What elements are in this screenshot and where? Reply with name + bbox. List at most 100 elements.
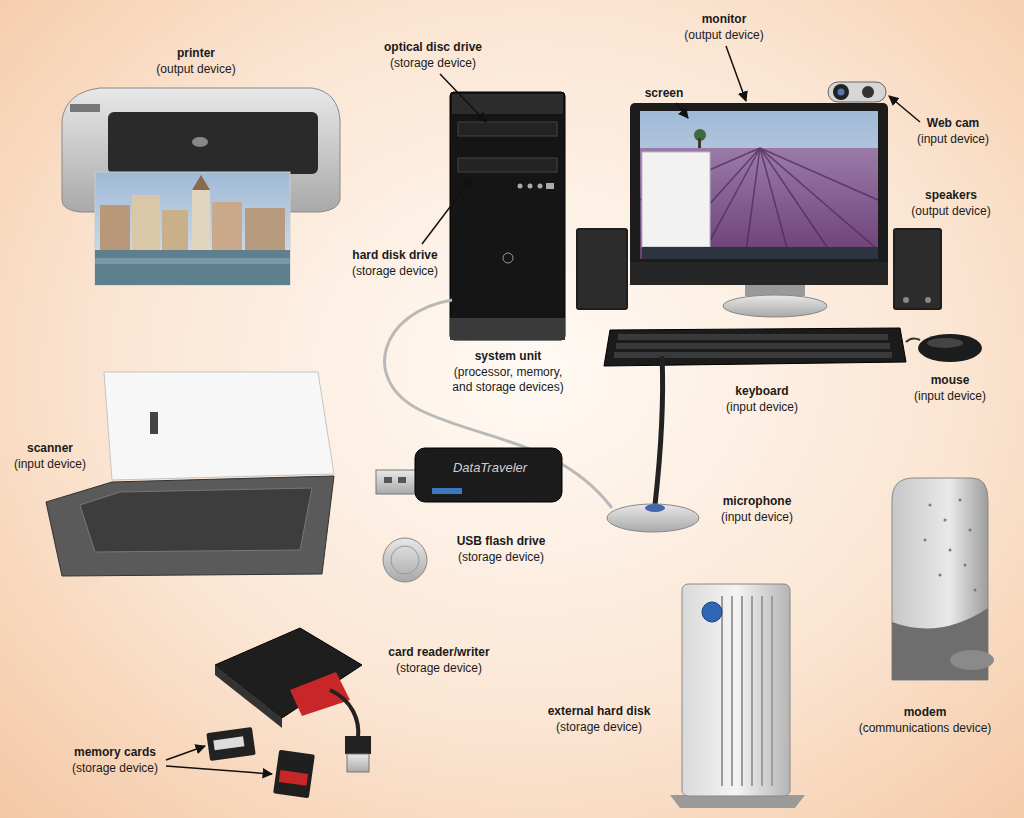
part-name: keyboard xyxy=(735,384,788,399)
card-reader-figure-part xyxy=(345,736,371,754)
microphone-figure-part xyxy=(655,356,663,505)
part-name: mouse xyxy=(931,373,970,388)
speaker-figure-part xyxy=(903,297,909,303)
webcam-figure-part xyxy=(838,89,845,96)
printer-figure xyxy=(62,88,340,285)
device-type: (input device) xyxy=(721,510,793,525)
modem-figure-part-part xyxy=(964,564,967,567)
part-name: printer xyxy=(177,46,215,61)
system-unit-figure-part xyxy=(546,183,554,189)
scanner-figure-part xyxy=(150,412,158,434)
mouse-figure xyxy=(906,334,982,362)
part-name: speakers xyxy=(925,188,977,203)
microphone-figure-part xyxy=(607,504,699,532)
modem-figure-part-part xyxy=(944,519,947,522)
monitor-figure-part xyxy=(723,295,827,317)
external-disk-figure-part-part xyxy=(771,596,773,786)
system-unit-figure-part xyxy=(450,92,565,340)
device-type: (output device) xyxy=(684,28,763,43)
modem-figure xyxy=(892,478,994,680)
leader-line xyxy=(166,46,920,774)
system-unit-figure-part xyxy=(528,184,533,189)
system-unit-figure xyxy=(450,92,565,340)
device-type: (processor, memory, and storage devices) xyxy=(446,365,571,395)
keyboard-figure-part xyxy=(604,328,906,366)
scanner-figure-part xyxy=(80,488,312,552)
usb-drive-figure-part xyxy=(384,477,392,483)
card-reader-figure-part xyxy=(215,665,282,728)
system-unit-figure-part xyxy=(458,122,557,136)
system-unit-figure-part xyxy=(503,253,513,263)
memory-card-figure-part xyxy=(213,736,244,750)
modem-figure-part-part xyxy=(959,499,962,502)
scanner-figure-part xyxy=(46,476,334,576)
usb-drive-figure-part xyxy=(432,488,462,494)
scanner-figure xyxy=(46,372,334,576)
system-unit-figure-part xyxy=(518,184,523,189)
part-name: card reader/writer xyxy=(388,645,489,660)
webcam-figure-part xyxy=(833,84,849,100)
device-type: (storage device) xyxy=(396,661,482,676)
system-unit-figure-part xyxy=(458,158,557,172)
keyboard-figure-part-part xyxy=(614,352,892,358)
speaker-figure xyxy=(576,228,942,310)
device-type: (input device) xyxy=(14,457,86,472)
device-type: (output device) xyxy=(911,204,990,219)
device-type: (output device) xyxy=(156,62,235,77)
external-disk-figure-part-part xyxy=(751,596,753,786)
keyboard-figure-part-part xyxy=(618,334,888,340)
external-disk-figure-part-part xyxy=(761,596,763,786)
part-name: optical disc drive xyxy=(384,40,482,55)
monitor-figure-part-part xyxy=(760,148,878,250)
device-type: (input device) xyxy=(917,132,989,147)
keyboard-figure-part xyxy=(614,334,892,358)
device-type: (communications device) xyxy=(859,721,992,736)
external-disk-figure-part xyxy=(702,602,722,622)
part-name: hard disk drive xyxy=(352,248,437,263)
monitor-figure-part xyxy=(642,247,878,259)
external-disk-figure-part-part xyxy=(731,596,733,786)
leader-line-part xyxy=(422,178,472,244)
printer-figure-part xyxy=(70,104,100,112)
leader-line-part xyxy=(166,746,205,760)
leader-line-part xyxy=(726,46,746,101)
card-reader-figure-part xyxy=(347,754,369,772)
part-name: screen xyxy=(645,86,684,101)
monitor-figure-part xyxy=(630,103,888,285)
usb-drive-figure xyxy=(376,448,562,582)
leader-line-part xyxy=(440,74,486,122)
printer-figure-part xyxy=(95,250,290,285)
usb-drive-figure-part xyxy=(376,470,418,494)
monitor-figure-part xyxy=(630,262,888,285)
monitor-figure-part xyxy=(640,148,878,259)
printer-figure-part xyxy=(192,175,210,190)
microphone-figure xyxy=(607,356,699,532)
usb-drive-figure-part xyxy=(415,448,562,502)
device-type: (storage device) xyxy=(352,264,438,279)
printer-figure-part xyxy=(192,190,210,250)
memory-card-figure xyxy=(206,727,315,798)
monitor-figure-part-part xyxy=(760,148,790,259)
device-type: (input device) xyxy=(914,389,986,404)
modem-figure-part-part xyxy=(969,529,972,532)
card-reader-figure-part xyxy=(215,628,362,718)
modem-figure-part-part xyxy=(929,504,932,507)
part-name: modem xyxy=(904,705,947,720)
modem-figure-part-part xyxy=(939,574,942,577)
external-disk-figure-part xyxy=(682,584,790,796)
printer-figure-part xyxy=(132,195,160,250)
device-type: (input device) xyxy=(726,400,798,415)
part-name: external hard disk xyxy=(548,704,651,719)
printer-figure-part xyxy=(245,208,285,250)
usb-drive-figure-part xyxy=(383,538,427,582)
monitor-figure-part xyxy=(642,152,710,247)
printer-figure-part xyxy=(95,258,290,264)
speaker-figure-part xyxy=(576,228,628,310)
monitor-figure-part-part xyxy=(760,148,878,200)
part-name: system unit xyxy=(475,349,542,364)
monitor-figure-part xyxy=(698,138,701,148)
microphone-cable xyxy=(385,300,612,508)
mouse-figure-part xyxy=(918,334,982,362)
part-name: memory cards xyxy=(74,745,156,760)
